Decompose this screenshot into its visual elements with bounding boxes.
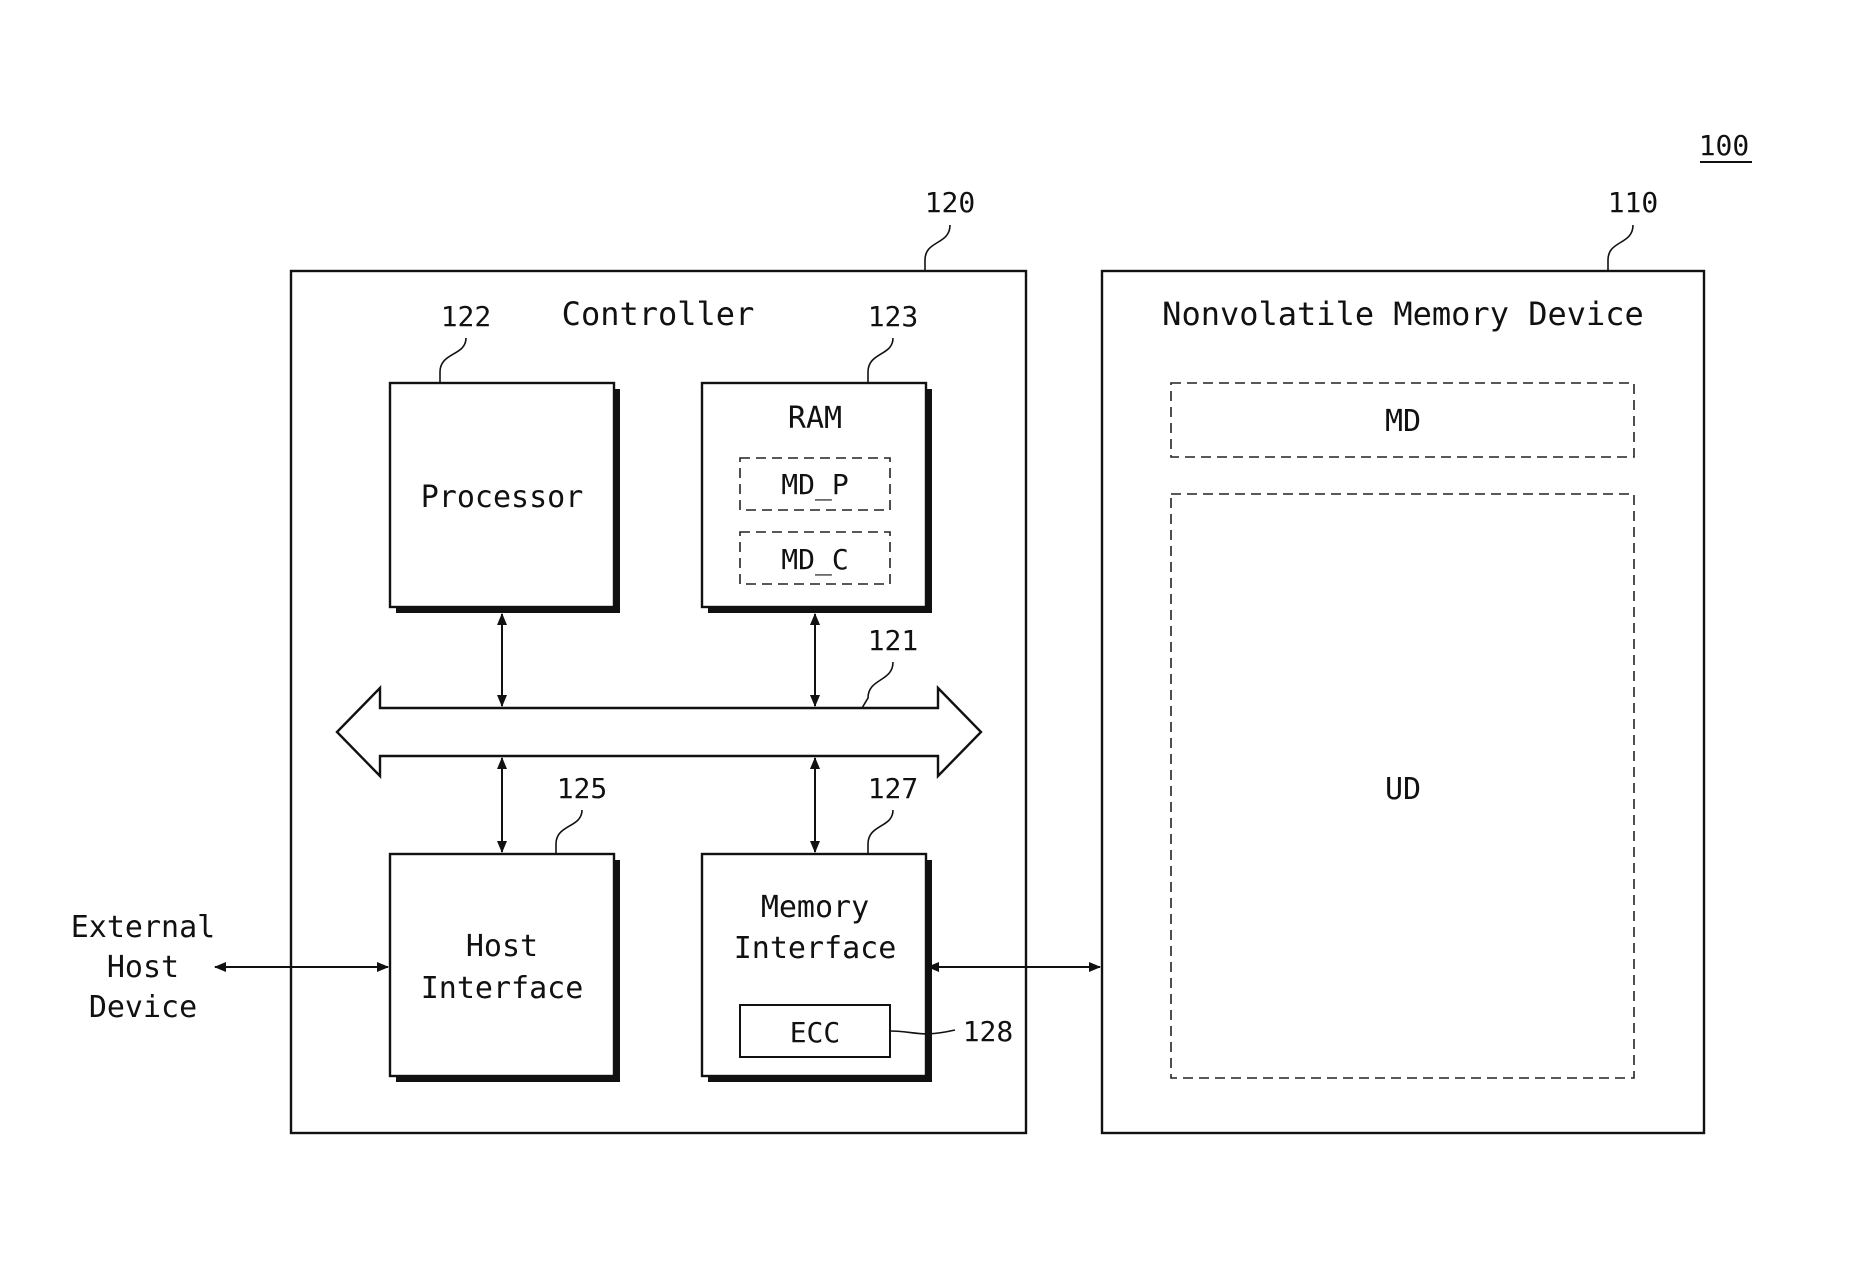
figure-ref-label: 100 [1699,129,1750,162]
host-interface-ref-label: 125 [557,772,608,805]
controller-ref-label: 120 [925,186,976,219]
nvm-block: Nonvolatile Memory Device 110 MD UD [1102,186,1704,1133]
ecc-ref-label: 128 [963,1015,1014,1048]
memory-interface-label-line1: Memory [761,890,869,925]
host-interface-box [390,854,614,1076]
external-host-label-line3: Device [89,990,197,1025]
memory-interface-label-line2: Interface [734,931,897,966]
external-host-label-line1: External [71,910,216,945]
nvm-title: Nonvolatile Memory Device [1162,295,1644,333]
ram-label: RAM [788,401,842,436]
ecc-label: ECC [790,1016,841,1049]
host-interface-label-line2: Interface [421,971,584,1006]
controller-title: Controller [562,295,755,333]
nvm-ref-leader [1608,225,1633,271]
memory-interface-ref-label: 127 [868,772,919,805]
ud-label: UD [1385,772,1421,807]
ram-ref-label: 123 [868,300,919,333]
controller-ref-leader [925,225,950,271]
processor-label: Processor [421,480,584,515]
external-host-label-line2: Host [107,950,179,985]
processor-ref-label: 122 [441,300,492,333]
external-host-device: External Host Device [71,910,216,1025]
nvm-ref-label: 110 [1608,186,1659,219]
bus-ref-label: 121 [868,624,919,657]
nvm-outline [1102,271,1704,1133]
md-c-label: MD_C [781,543,848,577]
host-interface-label-line1: Host [466,929,538,964]
md-label: MD [1385,404,1421,439]
md-p-label: MD_P [781,468,848,502]
